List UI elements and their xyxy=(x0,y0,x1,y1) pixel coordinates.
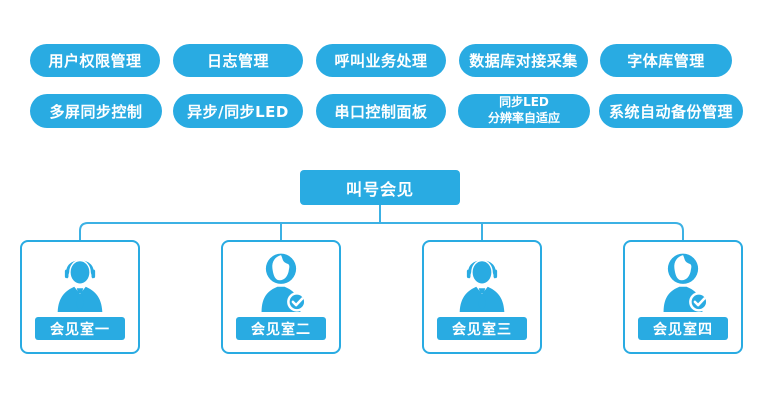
male-avatar-icon xyxy=(459,259,505,312)
room-label: 会见室二 xyxy=(236,317,326,340)
meeting-room-card-3: 会见室三 xyxy=(422,240,542,354)
root-node-calling-meeting: 叫号会见 xyxy=(300,170,460,205)
feature-pill-auto-backup: 系统自动备份管理 xyxy=(599,94,743,128)
meeting-room-card-4: 会见室四 xyxy=(623,240,743,354)
feature-pill-log-management: 日志管理 xyxy=(173,44,303,77)
meeting-room-card-2: 会见室二 xyxy=(221,240,341,354)
feature-pill-led-resolution: 同步LED 分辨率自适应 xyxy=(458,94,590,128)
feature-pill-call-processing: 呼叫业务处理 xyxy=(316,44,446,77)
feature-pill-db-collection: 数据库对接采集 xyxy=(459,44,588,77)
check-badge-icon xyxy=(287,292,307,312)
male-avatar-icon xyxy=(57,259,103,312)
room-label: 会见室三 xyxy=(437,317,527,340)
female-avatar-icon xyxy=(663,253,709,312)
feature-pill-multiscreen-sync: 多屏同步控制 xyxy=(30,94,162,128)
room-label: 会见室一 xyxy=(35,317,125,340)
feature-pill-async-sync-led: 异步/同步LED xyxy=(173,94,303,128)
feature-pill-font-library: 字体库管理 xyxy=(600,44,732,77)
female-avatar-icon xyxy=(261,253,307,312)
room-label: 会见室四 xyxy=(638,317,728,340)
feature-pill-user-permissions: 用户权限管理 xyxy=(30,44,160,77)
feature-pill-serial-panel: 串口控制面板 xyxy=(316,94,446,128)
check-badge-icon xyxy=(689,292,709,312)
meeting-room-card-1: 会见室一 xyxy=(20,240,140,354)
